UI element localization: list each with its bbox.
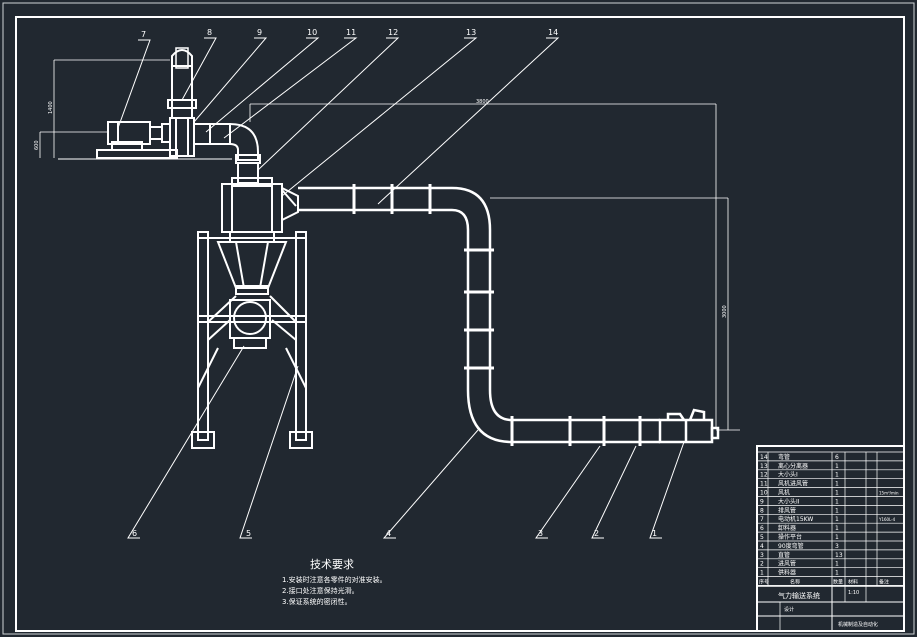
bom-row-qty: 1 [835,472,839,479]
dimension-lines [39,59,740,431]
bom-row-no: 1 [760,570,764,577]
bom-row-note: 15m³/min [879,491,899,496]
bom-row-no: 10 [760,490,768,497]
bom-row-no: 14 [760,454,768,461]
inner-frame [15,16,905,632]
tech-note-1: 1.安装时注意各零件的对准安装。 [282,575,387,584]
bom-header-material: 材料 [848,579,858,586]
pipe-flanges [352,184,642,446]
callout-6: 6 [132,529,137,538]
bom-row-no: 8 [760,507,764,514]
title-block-school: 机械制造及自动化 [838,621,878,628]
bom-row-no: 2 [760,561,764,568]
callout-3: 3 [538,529,543,538]
bom-row-qty: 1 [835,507,839,514]
bom-row-name: 操作平台 [778,533,802,541]
bom-row-qty: 1 [835,498,839,505]
dim-vertical-right: 3000 [722,305,728,318]
leader-lines [117,37,685,539]
callout-9: 9 [257,28,262,37]
bom-row-name: 风机 [778,489,790,497]
bom-row-name: 90度弯管 [778,542,804,550]
callout-8: 8 [207,28,212,37]
callout-4: 4 [386,529,391,538]
bom-row-qty: 13 [835,552,843,559]
callout-11: 11 [346,28,356,37]
support-frame [191,231,313,449]
bom-row-qty: 1 [835,525,839,532]
bom-row-name: 风机进风管 [778,480,808,488]
bom-row-name: 大小头II [778,497,800,505]
title-block-designer: 设计 [784,606,794,613]
bom-row-no: 9 [760,498,764,505]
bom-row-no: 5 [760,534,764,541]
bom-row-name: 卸料器 [778,524,796,532]
tech-note-3: 3.保证系统的密闭性。 [282,597,352,606]
bom-row-note: Y160L-4 [878,517,896,522]
bom-row-no: 7 [760,516,764,523]
callout-1: 1 [652,529,657,538]
callout-2: 2 [594,529,599,538]
title-block-name: 气力输送系统 [778,591,820,600]
tech-notes-title: 技术要求 [310,558,354,571]
callout-5: 5 [246,529,251,538]
callout-7: 7 [141,30,146,39]
bom-row-name: 直管 [778,551,790,559]
callout-13: 13 [466,28,476,37]
bom-row-name: 弯管 [778,453,790,461]
bom-header-qty: 数量 [833,579,843,586]
bom-row-name: 电动机15KW [778,515,813,523]
bom-row-qty: 1 [835,534,839,541]
bom-header-name: 名称 [790,579,800,586]
bom-row-qty: 1 [835,463,839,470]
bom-row-no: 12 [760,472,768,479]
cyclone-separator [216,177,299,349]
bom-row-name: 排风管 [778,506,796,514]
title-block-scale: 1:10 [848,590,859,596]
dim-left-1: 1400 [48,101,54,114]
bom-header-note: 备注 [879,579,889,586]
motor-fan-assembly [96,47,261,184]
bom-row-qty: 1 [835,561,839,568]
conveying-pipeline [298,186,720,444]
dim-left-2: 600 [34,140,40,150]
bom-row-no: 4 [760,543,764,550]
callout-12: 12 [388,28,398,37]
callout-10: 10 [307,28,317,37]
bom-row-no: 11 [760,481,768,488]
bom-row-qty: 1 [835,490,839,497]
bom-header-no: 序号 [759,579,769,586]
bom-row-qty: 3 [835,543,839,550]
bom-row-qty: 6 [835,454,839,461]
callout-14: 14 [548,28,558,37]
bom-row-qty: 1 [835,570,839,577]
bom-row-qty: 1 [835,516,839,523]
bom-row-name: 供料器 [778,569,796,577]
bom-row-qty: 1 [835,481,839,488]
bom-row-name: 进风管 [778,560,796,568]
bom-row-no: 3 [760,552,764,559]
bom-row-name: 大小头I [778,471,798,479]
bom-row-no: 6 [760,525,764,532]
dim-horizontal-top: 3800 [476,99,489,105]
bom-row-no: 13 [760,463,768,470]
tech-note-2: 2.接口处注意保持光滑。 [282,586,359,595]
bom-row-name: 离心分离器 [778,462,808,470]
